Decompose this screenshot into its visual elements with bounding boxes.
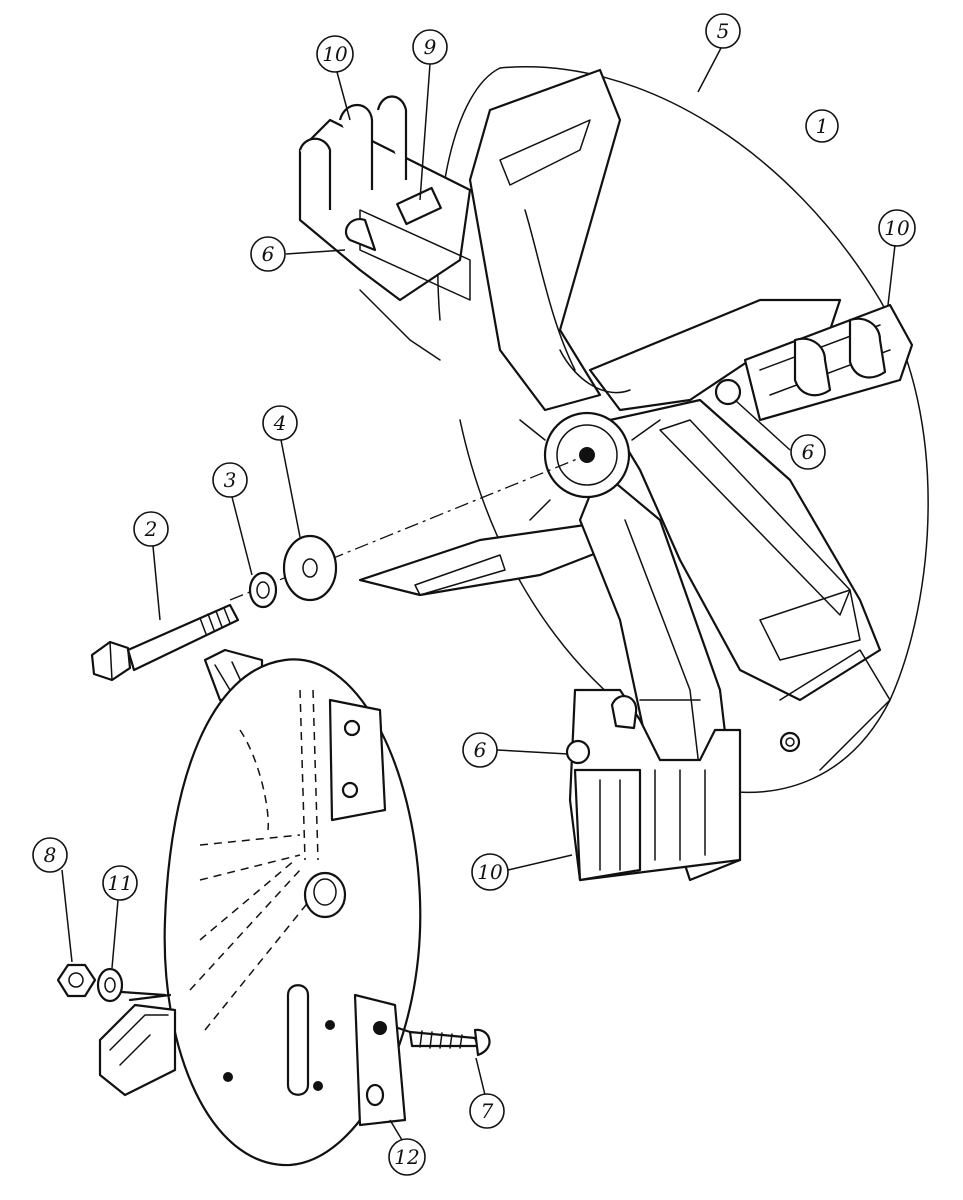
lock-washer — [248, 571, 278, 609]
callout-5: 5 — [697, 13, 741, 93]
callout-10-lower: 10 — [471, 853, 573, 891]
callout-6-upper-label: 6 — [262, 242, 275, 266]
disc-outline — [499, 66, 929, 794]
callout-8: 8 — [32, 837, 73, 963]
callout-10-lower-label: 10 — [477, 860, 503, 884]
callout-7: 7 — [469, 1057, 505, 1129]
callout-3-label: 3 — [224, 468, 237, 492]
callout-6-lower: 6 — [462, 732, 569, 768]
nut — [56, 963, 97, 998]
callout-4-label: 4 — [273, 411, 287, 435]
callout-6-right: 6 — [734, 399, 826, 470]
callout-8-label: 8 — [44, 843, 57, 867]
callout-9: 9 — [412, 29, 448, 201]
upper-knife-block — [298, 95, 472, 361]
callout-9-label: 9 — [424, 35, 437, 59]
callout-2-label: 2 — [144, 517, 158, 541]
callout-7-label: 7 — [481, 1099, 494, 1123]
callout-3: 3 — [212, 462, 253, 576]
callout-1-label: 1 — [816, 114, 829, 138]
lower-right-paddle — [608, 398, 882, 702]
fastener-stack — [90, 454, 588, 682]
callout-10-right: 10 — [878, 209, 916, 306]
callout-12-label: 12 — [394, 1145, 419, 1169]
callout-6-right-label: 6 — [802, 440, 815, 464]
callout-10-upper-label: 10 — [322, 42, 348, 66]
upper-paddle-arm — [468, 68, 622, 412]
main-disc-assembly — [298, 66, 929, 882]
callout-6-upper: 6 — [250, 236, 346, 272]
callout-11: 11 — [102, 865, 138, 969]
callout-5-label: 5 — [717, 19, 730, 43]
washer-11 — [96, 967, 124, 1003]
carriage-screw — [396, 1026, 491, 1057]
callout-10-upper: 10 — [316, 35, 354, 121]
bolt — [90, 603, 240, 682]
callout-2: 2 — [133, 511, 169, 621]
callout-12: 12 — [388, 1119, 426, 1176]
flat-washer — [282, 534, 338, 602]
mounting-plate-assembly — [98, 648, 422, 1167]
callout-10-right-label: 10 — [884, 216, 910, 240]
lower-knife-block — [565, 688, 801, 882]
right-knife-block — [714, 303, 914, 422]
callout-4: 4 — [262, 405, 301, 538]
callout-11-label: 11 — [107, 871, 132, 895]
callout-1: 1 — [805, 109, 839, 143]
callout-6-lower-label: 6 — [474, 738, 487, 762]
